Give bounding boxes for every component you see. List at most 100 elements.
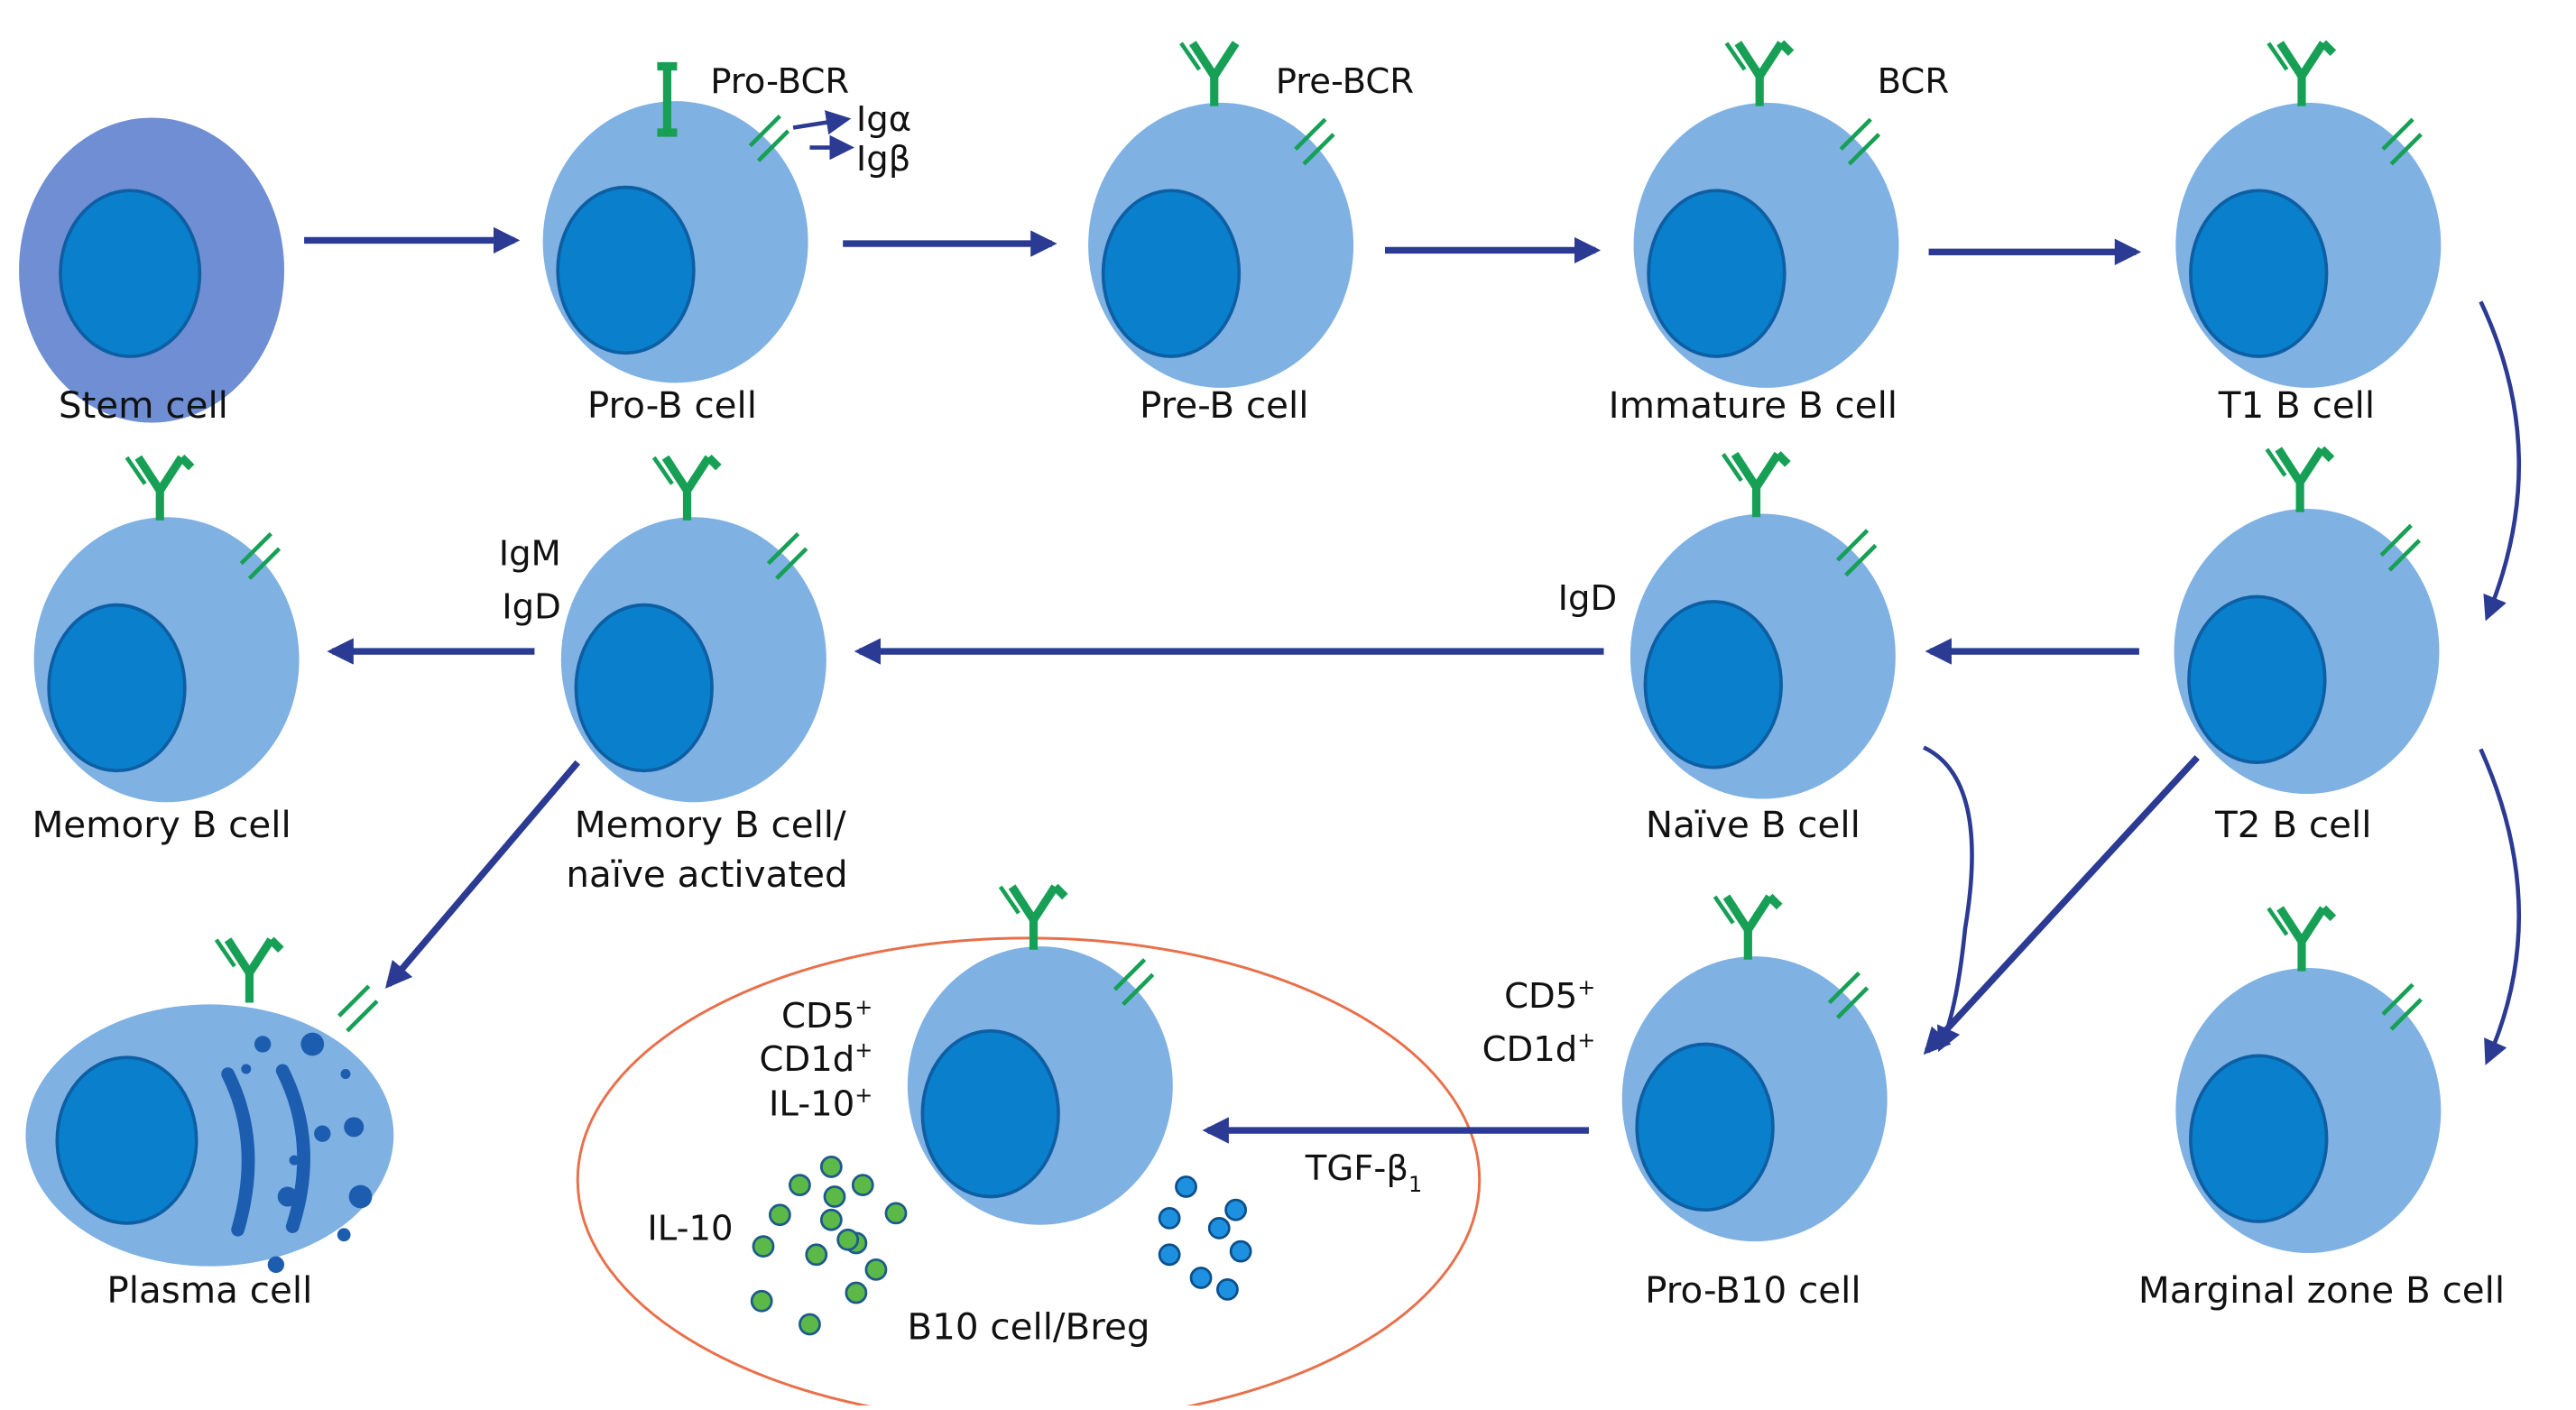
- annotation-igd-left: IgD: [502, 586, 561, 627]
- plasma-cell: [25, 1004, 394, 1274]
- bcr-receptor: [1713, 893, 1783, 960]
- annotation-igm: IgM: [499, 534, 561, 575]
- nucleus: [59, 189, 202, 358]
- nucleus: [2187, 594, 2327, 764]
- arrow-t1-to-t2: [2479, 300, 2521, 622]
- il10-dot: [799, 1313, 821, 1336]
- label-plasma-cell: Plasma cell: [106, 1268, 312, 1312]
- pre-b-cell: [1088, 41, 1354, 388]
- pro-b10-cell: [1621, 893, 1888, 1242]
- label-memory-naive-activated-line2: naïve activated: [566, 852, 847, 896]
- stem-cell: [19, 117, 285, 423]
- tgf-dot: [1207, 1217, 1231, 1240]
- nucleus: [1647, 189, 1787, 358]
- arrows: [304, 226, 2521, 1144]
- ig-alpha-beta-pair: [766, 531, 808, 580]
- annotation-igd-right: IgD: [1558, 578, 1618, 619]
- nucleus: [1101, 189, 1242, 358]
- arrow-memory-activated-to-plasma: [384, 760, 581, 989]
- t2-b-cell: [2174, 446, 2440, 795]
- il10-dot: [819, 1156, 843, 1178]
- nucleus: [1635, 1042, 1775, 1212]
- b10-breg-cell: [907, 883, 1173, 1225]
- label-pro-b10-cell: Pro-B10 cell: [1645, 1268, 1860, 1312]
- bcr-receptor: [651, 454, 722, 521]
- ig-alpha-beta-pointers: [792, 110, 855, 161]
- annotation-bcr: BCR: [1878, 61, 1950, 102]
- tgf-dot: [1216, 1277, 1239, 1301]
- annotation-il10-secreted: IL-10: [647, 1208, 733, 1249]
- nucleus: [556, 185, 696, 355]
- il10-dot: [768, 1203, 791, 1227]
- annotation-ig-alpha: Igα: [856, 99, 911, 140]
- nucleus: [47, 603, 187, 773]
- bcr-receptor: [998, 883, 1068, 950]
- annotation-tgf-beta1: TGF-β1: [1305, 1148, 1422, 1197]
- tgf-dot: [1175, 1175, 1197, 1198]
- annotation-pro-b10-cd1d: CD1d+: [1482, 1028, 1596, 1070]
- il10-dot: [789, 1174, 811, 1197]
- nucleus: [2189, 1054, 2329, 1223]
- ig-alpha-beta-pair: [1827, 971, 1870, 1019]
- tgf-cytokine-dots: [1158, 1175, 1252, 1301]
- tgf-dot: [1189, 1267, 1213, 1289]
- il10-dot: [884, 1202, 908, 1225]
- pre-bcr-receptor: [1179, 41, 1240, 106]
- pro-b-cell: [542, 101, 808, 383]
- plasma-receptor: [214, 936, 379, 1033]
- ig-alpha-beta-pair: [337, 984, 379, 1033]
- marginal-zone-b-cell: [2175, 905, 2442, 1253]
- nucleus: [2189, 189, 2329, 358]
- bcr-receptor: [2267, 40, 2337, 106]
- ig-alpha-beta-pair: [1839, 117, 1881, 166]
- nucleus: [1643, 600, 1783, 770]
- label-pre-b-cell: Pre-B cell: [1140, 383, 1308, 427]
- label-memory-b-cell: Memory B cell: [32, 803, 291, 846]
- arrow-naive-to-pro-b10: [1923, 745, 1974, 1053]
- bcr-receptor: [214, 936, 284, 1003]
- il10-dot: [851, 1174, 874, 1197]
- arrow-t2-to-pro-b10: [1923, 755, 2200, 1055]
- ig-alpha-beta-pair: [748, 114, 790, 162]
- label-t2-b-cell: T2 B cell: [2214, 803, 2371, 846]
- ig-alpha-beta-pair: [1113, 958, 1155, 1007]
- memory-b-cell: [33, 454, 300, 803]
- il10-dot: [750, 1289, 773, 1313]
- label-stem-cell: Stem cell: [59, 383, 228, 427]
- label-marginal-zone-b-cell: Marginal zone B cell: [2138, 1268, 2505, 1312]
- annotation-b10-cd1d: CD1d+: [760, 1037, 873, 1080]
- bcr-receptor: [2267, 905, 2337, 972]
- il10-dot: [836, 1228, 860, 1251]
- nucleus: [920, 1028, 1060, 1199]
- label-immature-b-cell: Immature B cell: [1609, 383, 1897, 427]
- nucleus: [574, 603, 714, 773]
- il10-dot: [805, 1243, 828, 1267]
- il10-cytokine-dots: [750, 1156, 908, 1336]
- ig-alpha-beta-pair: [1835, 529, 1878, 577]
- arrow-t2-to-marginal-zone: [2479, 748, 2521, 1065]
- immature-b-cell: [1633, 40, 1899, 388]
- annotation-pro-bcr: Pro-BCR: [710, 61, 849, 102]
- label-b10-breg: B10 cell/Breg: [907, 1305, 1150, 1349]
- il10-dot: [845, 1281, 868, 1304]
- label-naive-b-cell: Naïve B cell: [1646, 803, 1860, 846]
- ig-alpha-beta-pair: [239, 531, 282, 580]
- bcr-receptor: [1721, 451, 1791, 518]
- nucleus: [55, 1055, 199, 1225]
- tgf-dot: [1229, 1240, 1252, 1263]
- breg-region-boundary: [576, 936, 1482, 1410]
- labels: Stem cell Pro-B cell Pre-B cell Immature…: [32, 61, 2505, 1349]
- annotation-ig-beta: Igβ: [856, 139, 910, 180]
- tgf-dot: [1158, 1206, 1181, 1230]
- label-t1-b-cell: T1 B cell: [2218, 383, 2375, 427]
- il10-dot: [752, 1235, 775, 1258]
- ig-alpha-beta-pair: [2381, 982, 2423, 1031]
- ig-alpha-beta-pair: [2379, 523, 2422, 572]
- memory-naive-activated-cell: [560, 454, 826, 803]
- t1-b-cell: [2175, 40, 2442, 388]
- ig-alpha-beta-pair: [2381, 117, 2423, 166]
- tgf-dot: [1224, 1198, 1248, 1221]
- label-pro-b-cell: Pro-B cell: [587, 383, 757, 427]
- annotation-pre-bcr: Pre-BCR: [1276, 61, 1414, 102]
- il10-dot: [823, 1185, 846, 1208]
